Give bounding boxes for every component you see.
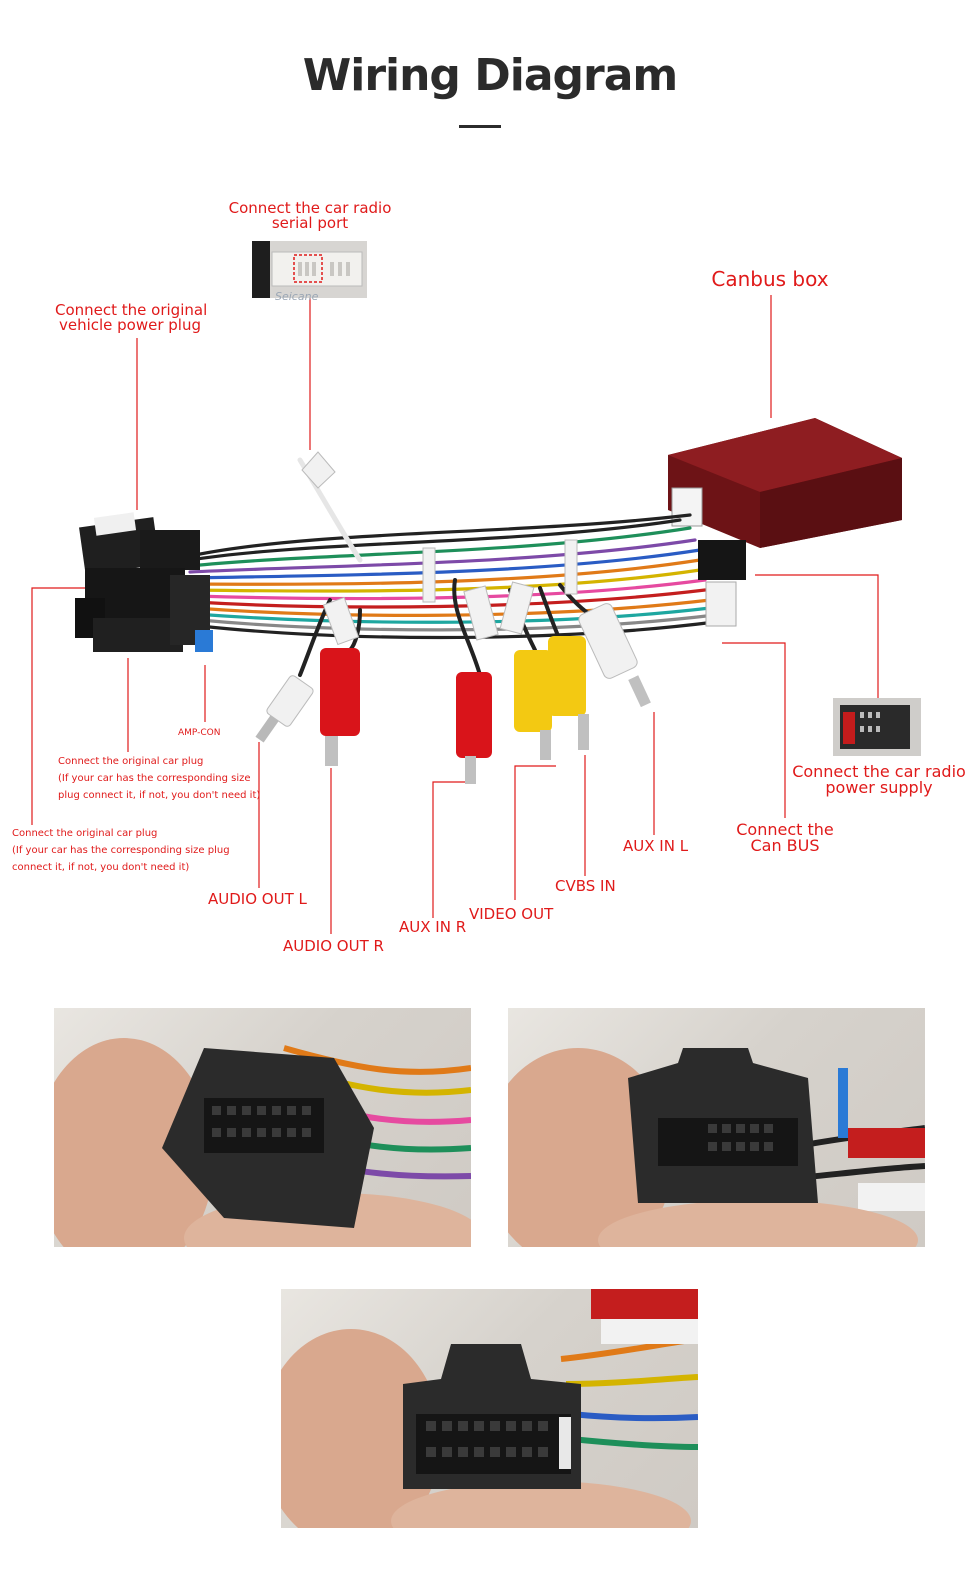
- serial-port-photo: [252, 241, 367, 298]
- label-amp-con: AMP-CON: [178, 728, 221, 738]
- page-title: Wiring Diagram: [302, 50, 679, 101]
- wiring-harness-illustration: [31, 241, 921, 934]
- label-cvbs-in: CVBS IN: [555, 877, 616, 895]
- label-car-plug-1: Connect the original car plug(If your ca…: [58, 756, 261, 801]
- serial-white-plug: [301, 451, 336, 489]
- rca-aux-in-r: [456, 672, 492, 784]
- label-aux-in-r: AUX IN R: [399, 918, 467, 936]
- connector-photo-1: [54, 1008, 471, 1247]
- rca-video-out: [514, 650, 552, 760]
- power-white-plug: [705, 581, 737, 627]
- connector-photo-3: [281, 1289, 698, 1528]
- label-audio-out-l: AUDIO OUT L: [208, 890, 307, 908]
- power-connector-photo: [833, 698, 921, 756]
- label-audio-out-r: AUDIO OUT R: [283, 937, 384, 955]
- rca-audio-out-r: [320, 648, 360, 766]
- vehicle-plugs: [75, 512, 213, 652]
- rca-aux-in-l: [578, 603, 651, 708]
- label-car-plug-2: Connect the original car plug(If your ca…: [12, 828, 230, 873]
- canbus-black-plug: [698, 540, 746, 580]
- canbus-box: [668, 418, 902, 548]
- label-video-out: VIDEO OUT: [469, 905, 554, 923]
- connector-photo-2: [508, 1008, 925, 1247]
- label-aux-in-l: AUX IN L: [623, 837, 689, 855]
- rca-cvbs-in: [548, 636, 589, 750]
- rca-audio-out-l: [255, 675, 314, 743]
- watermark-text: Seicane: [275, 290, 319, 303]
- label-canbus-box: Canbus box: [711, 267, 829, 291]
- title-underline: [459, 125, 501, 128]
